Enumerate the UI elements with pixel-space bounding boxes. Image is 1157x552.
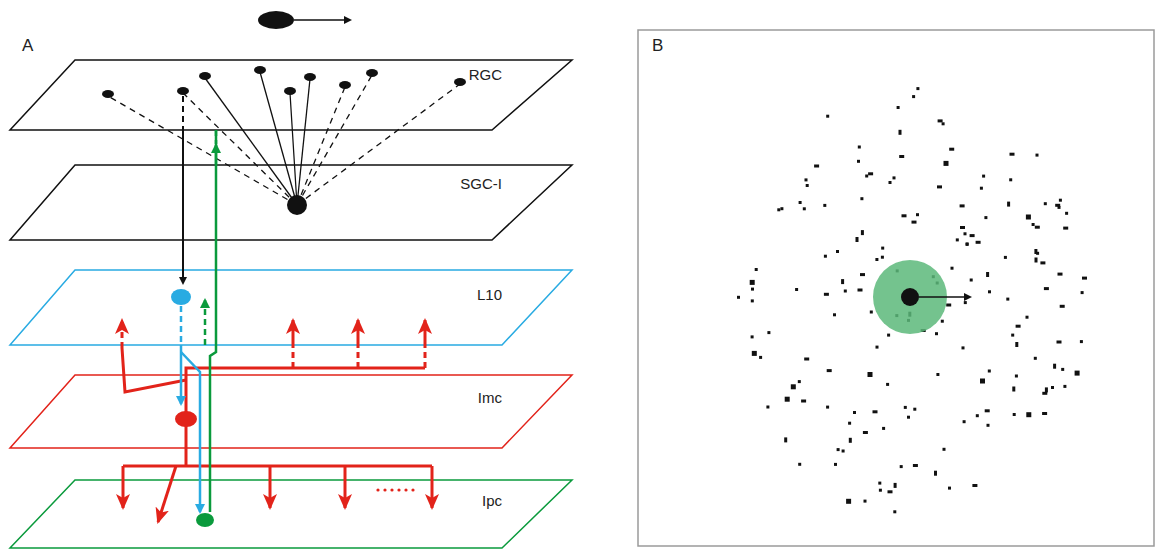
- plane-outline: [8, 268, 574, 347]
- panel-letter: B: [652, 36, 663, 56]
- plane-outline: [8, 373, 574, 450]
- layer-plane: L10: [8, 268, 574, 347]
- layer-name: RGC: [469, 66, 502, 83]
- layer-plane: Imc: [8, 373, 574, 450]
- layer-plane: Ipc: [8, 478, 574, 550]
- layer-name: Ipc: [482, 492, 502, 509]
- layer-name: Imc: [478, 389, 502, 406]
- layer-name: SGC-I: [460, 175, 502, 192]
- layer-name: L10: [477, 286, 502, 303]
- plane-outline: [8, 478, 574, 550]
- panel-letter: A: [22, 36, 33, 56]
- layer-plane: RGC: [8, 58, 574, 132]
